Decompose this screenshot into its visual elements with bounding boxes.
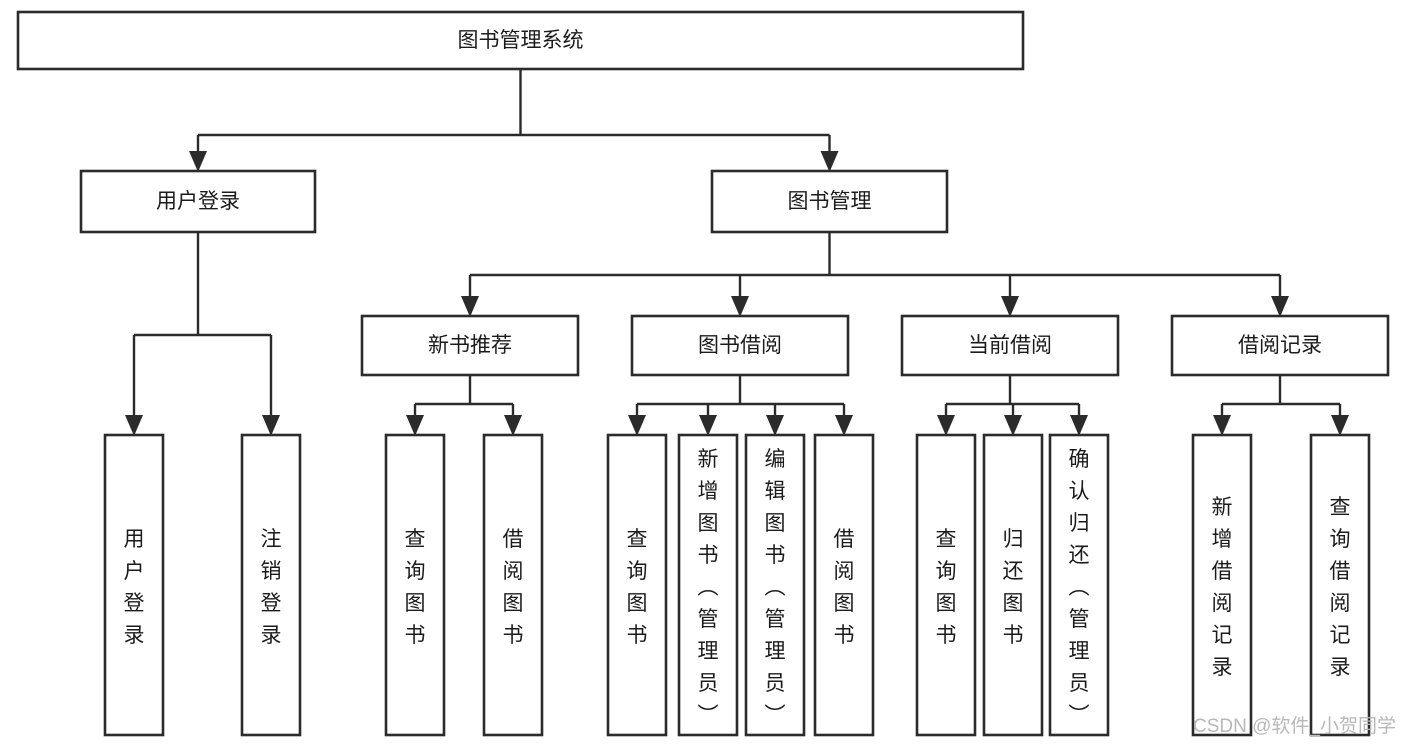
arrow-head-icon (731, 296, 749, 317)
arrow-head-icon (125, 415, 143, 436)
node-label: 确认归还︵管理员︶ (1069, 448, 1090, 727)
node-box[interactable] (1170, 314, 1390, 377)
node-leaf-confirm[interactable]: 确认归还︵管理员︶ (1048, 433, 1110, 737)
arrow-head-icon (504, 415, 522, 436)
node-leaf-borrow-1[interactable]: 借阅图书 (482, 433, 544, 737)
node-label: 编辑图书︵管理员︶ (765, 448, 786, 727)
node-box[interactable] (606, 433, 668, 737)
node-label: 注销登录 (261, 528, 282, 647)
connector-group (189, 69, 839, 172)
arrow-head-icon (1271, 296, 1289, 317)
node-box[interactable] (630, 314, 850, 377)
csdn-watermark: CSDN @软件_小贺同学 (1193, 715, 1396, 737)
node-box[interactable] (384, 433, 446, 737)
node-root[interactable]: 图书管理系统 (16, 10, 1025, 71)
arrow-head-icon (1070, 415, 1088, 436)
node-leaf-user-login[interactable]: 用户登录 (103, 433, 165, 737)
node-box[interactable] (79, 169, 317, 234)
node-box[interactable] (813, 433, 875, 737)
node-box[interactable] (360, 314, 580, 377)
node-label: 查询图书 (936, 528, 957, 647)
node-leaf-borrow-2[interactable]: 借阅图书 (813, 433, 875, 737)
arrow-head-icon (1004, 415, 1022, 436)
arrow-head-icon (1331, 415, 1349, 436)
node-user-login[interactable]: 用户登录 (79, 169, 317, 234)
connector-group (628, 375, 853, 436)
connector-group (461, 232, 1289, 317)
node-box[interactable] (982, 433, 1044, 737)
node-book-manage[interactable]: 图书管理 (710, 169, 949, 234)
node-leaf-add-book[interactable]: 新增图书︵管理员︶ (677, 433, 739, 737)
node-box[interactable] (103, 433, 165, 737)
node-label: 查询图书 (627, 528, 648, 647)
node-leaf-query-rec[interactable]: 查询借阅记录 (1309, 433, 1371, 737)
arrow-head-icon (699, 415, 717, 436)
node-box[interactable] (710, 169, 949, 234)
node-label: 借阅图书 (503, 528, 524, 647)
arrow-head-icon (937, 415, 955, 436)
arrow-head-icon (1213, 415, 1231, 436)
node-label: 当前借阅 (968, 334, 1052, 357)
node-book-borrow[interactable]: 图书借阅 (630, 314, 850, 377)
node-leaf-query-1[interactable]: 查询图书 (384, 433, 446, 737)
node-box[interactable] (1048, 433, 1110, 737)
node-label: 新增图书︵管理员︶ (698, 448, 719, 727)
node-box[interactable] (16, 10, 1025, 71)
node-new-book-rec[interactable]: 新书推荐 (360, 314, 580, 377)
arrow-head-icon (628, 415, 646, 436)
arrow-head-icon (189, 151, 207, 172)
connector-group (937, 375, 1088, 436)
arrow-head-icon (820, 151, 839, 172)
node-layer: 图书管理系统用户登录图书管理新书推荐图书借阅当前借阅借阅记录用户登录注销登录查询… (16, 10, 1390, 737)
node-label: 图书管理系统 (458, 29, 584, 52)
node-box[interactable] (482, 433, 544, 737)
node-leaf-return[interactable]: 归还图书 (982, 433, 1044, 737)
node-box[interactable] (677, 433, 739, 737)
arrow-head-icon (262, 415, 280, 436)
node-label: 借阅图书 (834, 528, 855, 647)
node-label: 新书推荐 (428, 334, 512, 357)
node-leaf-add-rec[interactable]: 新增借阅记录 (1191, 433, 1253, 737)
node-box[interactable] (915, 433, 977, 737)
node-label: 新增借阅记录 (1212, 496, 1233, 679)
node-label: 用户登录 (156, 190, 240, 213)
arrow-head-icon (766, 415, 784, 436)
connector-group (1213, 375, 1349, 436)
node-box[interactable] (240, 433, 302, 737)
node-label: 查询图书 (405, 528, 426, 647)
node-box[interactable] (1191, 433, 1253, 737)
node-label: 借阅记录 (1238, 334, 1322, 357)
arrow-head-icon (461, 296, 479, 317)
node-leaf-edit-book[interactable]: 编辑图书︵管理员︶ (744, 433, 806, 737)
arrow-head-icon (835, 415, 853, 436)
arrow-head-icon (1001, 296, 1019, 317)
node-label: 用户登录 (124, 528, 145, 647)
node-label: 图书借阅 (698, 334, 782, 357)
connector-group (406, 375, 522, 436)
node-leaf-query-3[interactable]: 查询图书 (915, 433, 977, 737)
connector-layer (125, 69, 1349, 436)
node-box[interactable] (1309, 433, 1371, 737)
node-borrow-record[interactable]: 借阅记录 (1170, 314, 1390, 377)
node-label: 查询借阅记录 (1330, 496, 1351, 679)
node-label: 图书管理 (788, 190, 872, 213)
node-leaf-query-2[interactable]: 查询图书 (606, 433, 668, 737)
node-box[interactable] (900, 314, 1120, 377)
node-box[interactable] (744, 433, 806, 737)
node-leaf-logout[interactable]: 注销登录 (240, 433, 302, 737)
connector-group (125, 232, 280, 436)
node-current-borrow[interactable]: 当前借阅 (900, 314, 1120, 377)
node-label: 归还图书 (1003, 528, 1024, 647)
arrow-head-icon (406, 415, 424, 436)
